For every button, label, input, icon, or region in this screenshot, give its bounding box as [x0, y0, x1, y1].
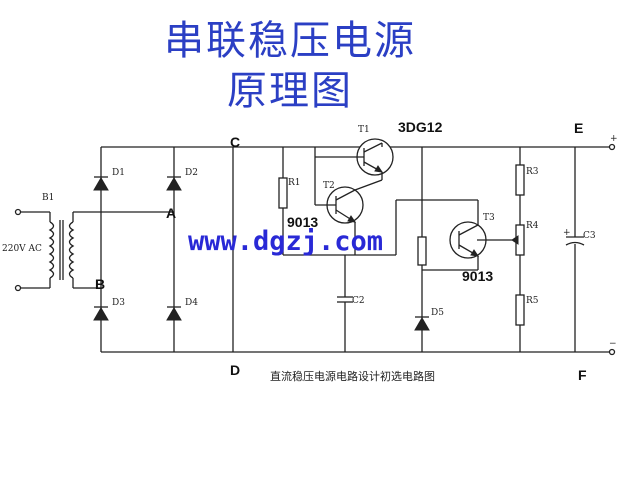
resistor-r3-label: R3	[526, 167, 539, 177]
diagram-title-line2: 原理图	[227, 68, 353, 114]
node-label-e: E	[574, 120, 583, 136]
capacitor-c3: + C3	[563, 147, 596, 352]
resistor-r1: R1	[278, 147, 345, 256]
plus-label: +	[610, 134, 618, 144]
resistor-r5	[515, 294, 525, 326]
node-label-c: C	[230, 134, 240, 150]
resistor-r4-label: R4	[526, 221, 539, 231]
diode-d5-label: D5	[431, 308, 444, 318]
diode-d3-label: D3	[112, 298, 125, 308]
resistor-r5-label: R5	[526, 296, 539, 306]
transistor-t2-model: 9013	[287, 214, 318, 230]
output-terminals: + − E F	[574, 120, 618, 383]
capacitor-c2-label: C2	[352, 296, 365, 306]
output-terminal-minus	[608, 348, 616, 356]
transistor-t1-model: 3DG12	[398, 119, 443, 135]
diagram-title-line1: 串联稳压电源	[164, 18, 416, 64]
output-terminal-plus	[608, 143, 616, 151]
transistor-t1: T1 3DG12	[314, 119, 443, 180]
voltage-divider: R3 R4 R5	[511, 147, 539, 352]
ac-input: 220V AC	[2, 208, 51, 292]
svg-text:+: +	[563, 228, 571, 238]
node-label-a: A	[166, 205, 176, 221]
transistor-t3: T3 9013	[422, 199, 512, 284]
diagram-caption: 直流稳压电源电路设计初选电路图	[270, 369, 435, 383]
resistor-r3	[515, 164, 525, 196]
bridge-rectifier: D1 D2 D3 D4 A B	[93, 146, 580, 353]
watermark: www.dgzj.com	[188, 226, 383, 257]
capacitor-c2: C2	[337, 255, 365, 352]
input-terminal-top	[14, 208, 22, 216]
zener-branch: D5	[345, 147, 460, 352]
node-label-f: F	[578, 367, 587, 383]
zener-d5	[414, 317, 430, 331]
node-label-d: D	[230, 362, 240, 378]
transistor-t3-model: 9013	[462, 268, 493, 284]
diode-d2	[166, 177, 182, 191]
diode-d3	[93, 307, 109, 321]
transistor-t3-label: T3	[483, 213, 495, 223]
diode-d1-label: D1	[112, 168, 125, 178]
transformer-b1: B1	[42, 193, 174, 289]
input-terminal-bottom	[14, 284, 22, 292]
capacitor-c3-label: C3	[583, 231, 596, 241]
diode-d2-label: D2	[185, 168, 198, 178]
diode-d4-label: D4	[185, 298, 198, 308]
resistor-r1-label: R1	[288, 178, 301, 188]
node-label-b: B	[95, 276, 105, 292]
transistor-t1-label: T1	[358, 125, 370, 135]
minus-label: −	[609, 339, 617, 349]
diode-d1	[93, 177, 109, 191]
transistor-t2-label: T2	[323, 181, 335, 191]
input-voltage-label: 220V AC	[2, 244, 42, 254]
diode-d4	[166, 307, 182, 321]
transistor-t2: T2 9013	[287, 157, 383, 255]
transformer-label: B1	[42, 193, 54, 203]
